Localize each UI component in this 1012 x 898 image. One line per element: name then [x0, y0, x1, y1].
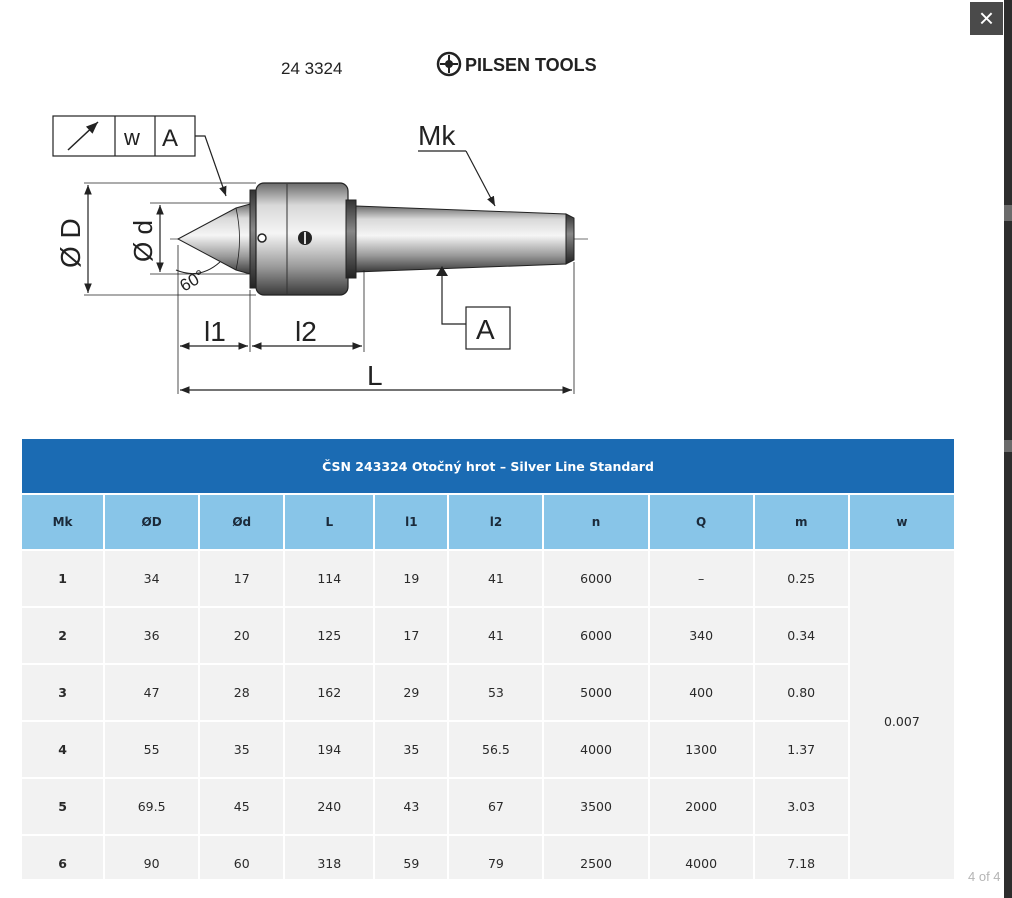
cell-mk: 5	[22, 779, 104, 834]
cell-l1: 17	[375, 608, 448, 663]
table-row: 3 47 28 162 29 53 5000 400 0.80	[22, 665, 954, 720]
cell-q: 400	[649, 665, 753, 720]
cell-l1: 43	[375, 779, 448, 834]
center-tip	[176, 203, 251, 275]
label-mk: Mk	[418, 120, 456, 151]
table-row: 4 55 35 194 35 56.5 4000 1300 1.37	[22, 722, 954, 777]
close-button[interactable]: ×	[970, 2, 1003, 35]
label-diameter-D: Ø D	[55, 218, 86, 268]
cell-d: 60	[200, 836, 284, 879]
cell-D: 55	[105, 722, 199, 777]
cell-l2: 53	[449, 665, 543, 720]
col-header-l1: l1	[375, 495, 448, 549]
cell-q: 1300	[649, 722, 753, 777]
specs-table-wrap: ČSN 243324 Otočný hrot – Silver Line Sta…	[22, 439, 956, 879]
cell-n: 5000	[544, 665, 648, 720]
cell-mk: 6	[22, 836, 104, 879]
cell-n: 2500	[544, 836, 648, 879]
cell-l2: 41	[449, 608, 543, 663]
cell-D: 36	[105, 608, 199, 663]
cell-l2: 56.5	[449, 722, 543, 777]
cell-d: 17	[200, 551, 284, 606]
table-row: 5 69.5 45 240 43 67 3500 2000 3.03	[22, 779, 954, 834]
cell-D: 90	[105, 836, 199, 879]
cell-l2: 41	[449, 551, 543, 606]
col-header-D: ØD	[105, 495, 199, 549]
cell-l1: 35	[375, 722, 448, 777]
cell-m: 0.34	[754, 608, 848, 663]
cell-q: 340	[649, 608, 753, 663]
cell-n: 3500	[544, 779, 648, 834]
cell-D: 34	[105, 551, 199, 606]
part-code: 24 3324	[281, 59, 342, 78]
col-header-q: Q	[649, 495, 753, 549]
cell-mk: 3	[22, 665, 104, 720]
label-l1: l1	[204, 316, 226, 347]
cell-n: 6000	[544, 608, 648, 663]
cell-l1: 29	[375, 665, 448, 720]
page-counter: 4 of 4	[968, 869, 1001, 884]
col-header-w: w	[849, 495, 954, 549]
cell-q: 4000	[649, 836, 753, 879]
cell-L: 240	[285, 779, 374, 834]
cell-m: 3.03	[754, 779, 848, 834]
cell-m: 0.25	[754, 551, 848, 606]
cell-l1: 19	[375, 551, 448, 606]
cell-l2: 67	[449, 779, 543, 834]
cell-mk: 4	[22, 722, 104, 777]
cell-q: 2000	[649, 779, 753, 834]
cell-L: 114	[285, 551, 374, 606]
brand-logo-icon	[436, 51, 462, 77]
runout-arrow-icon	[67, 121, 99, 151]
cell-d: 35	[200, 722, 284, 777]
cell-L: 318	[285, 836, 374, 879]
cell-m: 1.37	[754, 722, 848, 777]
cell-l1: 59	[375, 836, 448, 879]
cell-L: 162	[285, 665, 374, 720]
cell-d: 28	[200, 665, 284, 720]
cell-L: 194	[285, 722, 374, 777]
bearing-body	[249, 182, 357, 296]
cell-l2: 79	[449, 836, 543, 879]
tolerance-w: w	[123, 125, 140, 150]
table-row: 2 36 20 125 17 41 6000 340 0.34	[22, 608, 954, 663]
label-angle: 60°	[177, 266, 209, 295]
background-page-edge	[1004, 0, 1012, 898]
label-diameter-d: Ø d	[128, 220, 158, 262]
specs-table: ČSN 243324 Otočný hrot – Silver Line Sta…	[22, 439, 956, 879]
col-header-m: m	[754, 495, 848, 549]
label-L: L	[367, 360, 383, 391]
tolerance-frame: w A	[52, 115, 227, 197]
cell-q: –	[649, 551, 753, 606]
col-header-mk: Mk	[22, 495, 104, 549]
cell-mk: 1	[22, 551, 104, 606]
col-header-n: n	[544, 495, 648, 549]
cell-D: 47	[105, 665, 199, 720]
table-row: 1 34 17 114 19 41 6000 – 0.25 0.007	[22, 551, 954, 879]
taper-shank	[355, 205, 575, 273]
cell-mk: 2	[22, 608, 104, 663]
brand-name: PILSEN TOOLS	[465, 55, 597, 75]
cell-d: 45	[200, 779, 284, 834]
cell-n: 4000	[544, 722, 648, 777]
col-header-d: Ød	[200, 495, 284, 549]
tolerance-ref: A	[162, 125, 178, 152]
cell-w: 0.007	[849, 551, 954, 879]
col-header-L: L	[285, 495, 374, 549]
cell-D: 69.5	[105, 779, 199, 834]
cell-d: 20	[200, 608, 284, 663]
datum-label: A	[476, 314, 495, 345]
table-header-row: Mk ØD Ød L l1 l2 n Q m w	[22, 495, 954, 549]
table-title: ČSN 243324 Otočný hrot – Silver Line Sta…	[22, 439, 954, 493]
cell-L: 125	[285, 608, 374, 663]
col-header-l2: l2	[449, 495, 543, 549]
technical-drawing: 24 3324 PILSEN TOOLS w A Mk	[52, 51, 597, 394]
cell-m: 7.18	[754, 836, 848, 879]
table-row: 6 90 60 318 59 79 2500 4000 7.18	[22, 836, 954, 879]
cell-n: 6000	[544, 551, 648, 606]
cell-m: 0.80	[754, 665, 848, 720]
label-l2: l2	[295, 316, 317, 347]
